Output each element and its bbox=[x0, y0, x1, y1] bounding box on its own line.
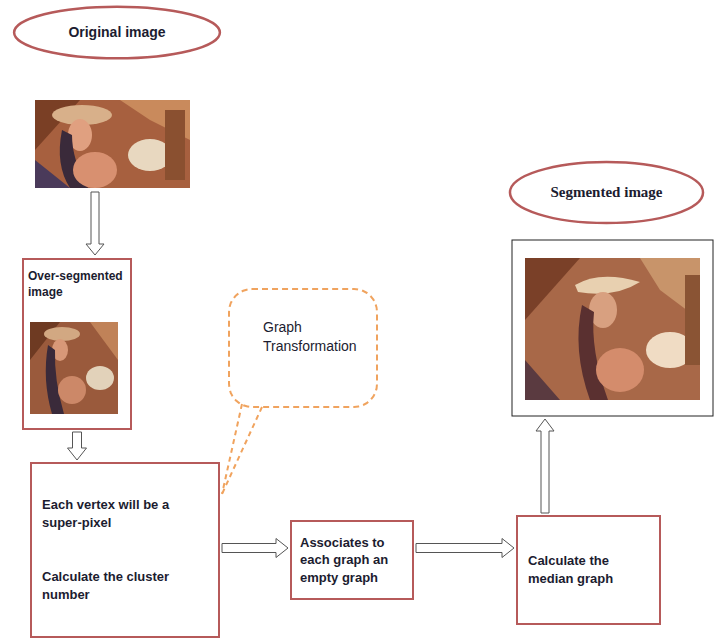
illustration-part bbox=[222, 407, 262, 494]
illustration-part bbox=[46, 345, 64, 414]
illustration-part bbox=[30, 322, 118, 414]
callout-tail bbox=[222, 404, 262, 494]
illustration-part bbox=[90, 322, 118, 360]
node-text: Segmented image bbox=[550, 182, 662, 202]
ellipse-outline bbox=[510, 162, 703, 223]
node-text: Associates to each graph an empty graph bbox=[300, 534, 404, 587]
flow-arrow bbox=[68, 432, 87, 460]
illustration-part bbox=[575, 277, 640, 294]
illustration-part bbox=[525, 360, 560, 400]
illustration-part bbox=[73, 152, 117, 188]
illustration-part bbox=[86, 366, 114, 390]
process-box: Over-segmented image bbox=[22, 258, 132, 430]
ellipse-outline bbox=[14, 7, 220, 59]
flow-arrow bbox=[536, 419, 554, 513]
node-text: Over-segmented image bbox=[28, 268, 126, 300]
node-text: Original image bbox=[68, 23, 165, 42]
illustration-part bbox=[222, 404, 242, 494]
node-text: Calculate the median graph bbox=[528, 552, 649, 587]
illustration-part bbox=[525, 258, 700, 400]
segmented-photo bbox=[525, 258, 700, 400]
node-text: Calculate the cluster number bbox=[42, 568, 208, 603]
title-ellipse: Original image bbox=[12, 5, 222, 60]
node-text: Graph Transformation bbox=[263, 318, 366, 356]
illustration-part bbox=[165, 110, 185, 180]
title-ellipse: Segmented image bbox=[508, 160, 705, 225]
flow-arrow bbox=[86, 192, 104, 255]
illustration-part bbox=[685, 275, 700, 365]
process-box: Each vertex will be a super-pixelCalcula… bbox=[30, 462, 220, 638]
node-text: Each vertex will be a super-pixel bbox=[42, 496, 208, 531]
flow-arrow bbox=[416, 539, 514, 558]
illustration-part bbox=[525, 258, 580, 320]
over-segmented-photo bbox=[30, 322, 118, 414]
callout-bubble: Graph Transformation bbox=[228, 288, 378, 408]
process-box: Calculate the median graph bbox=[516, 515, 661, 625]
image-frame bbox=[512, 240, 713, 416]
original-photo bbox=[35, 100, 190, 188]
flow-arrow bbox=[222, 539, 288, 558]
process-box: Associates to each graph an empty graph bbox=[290, 520, 414, 600]
illustration-part bbox=[58, 376, 86, 404]
illustration-part bbox=[44, 327, 80, 341]
illustration-part bbox=[35, 100, 190, 188]
illustration-part bbox=[596, 348, 644, 392]
